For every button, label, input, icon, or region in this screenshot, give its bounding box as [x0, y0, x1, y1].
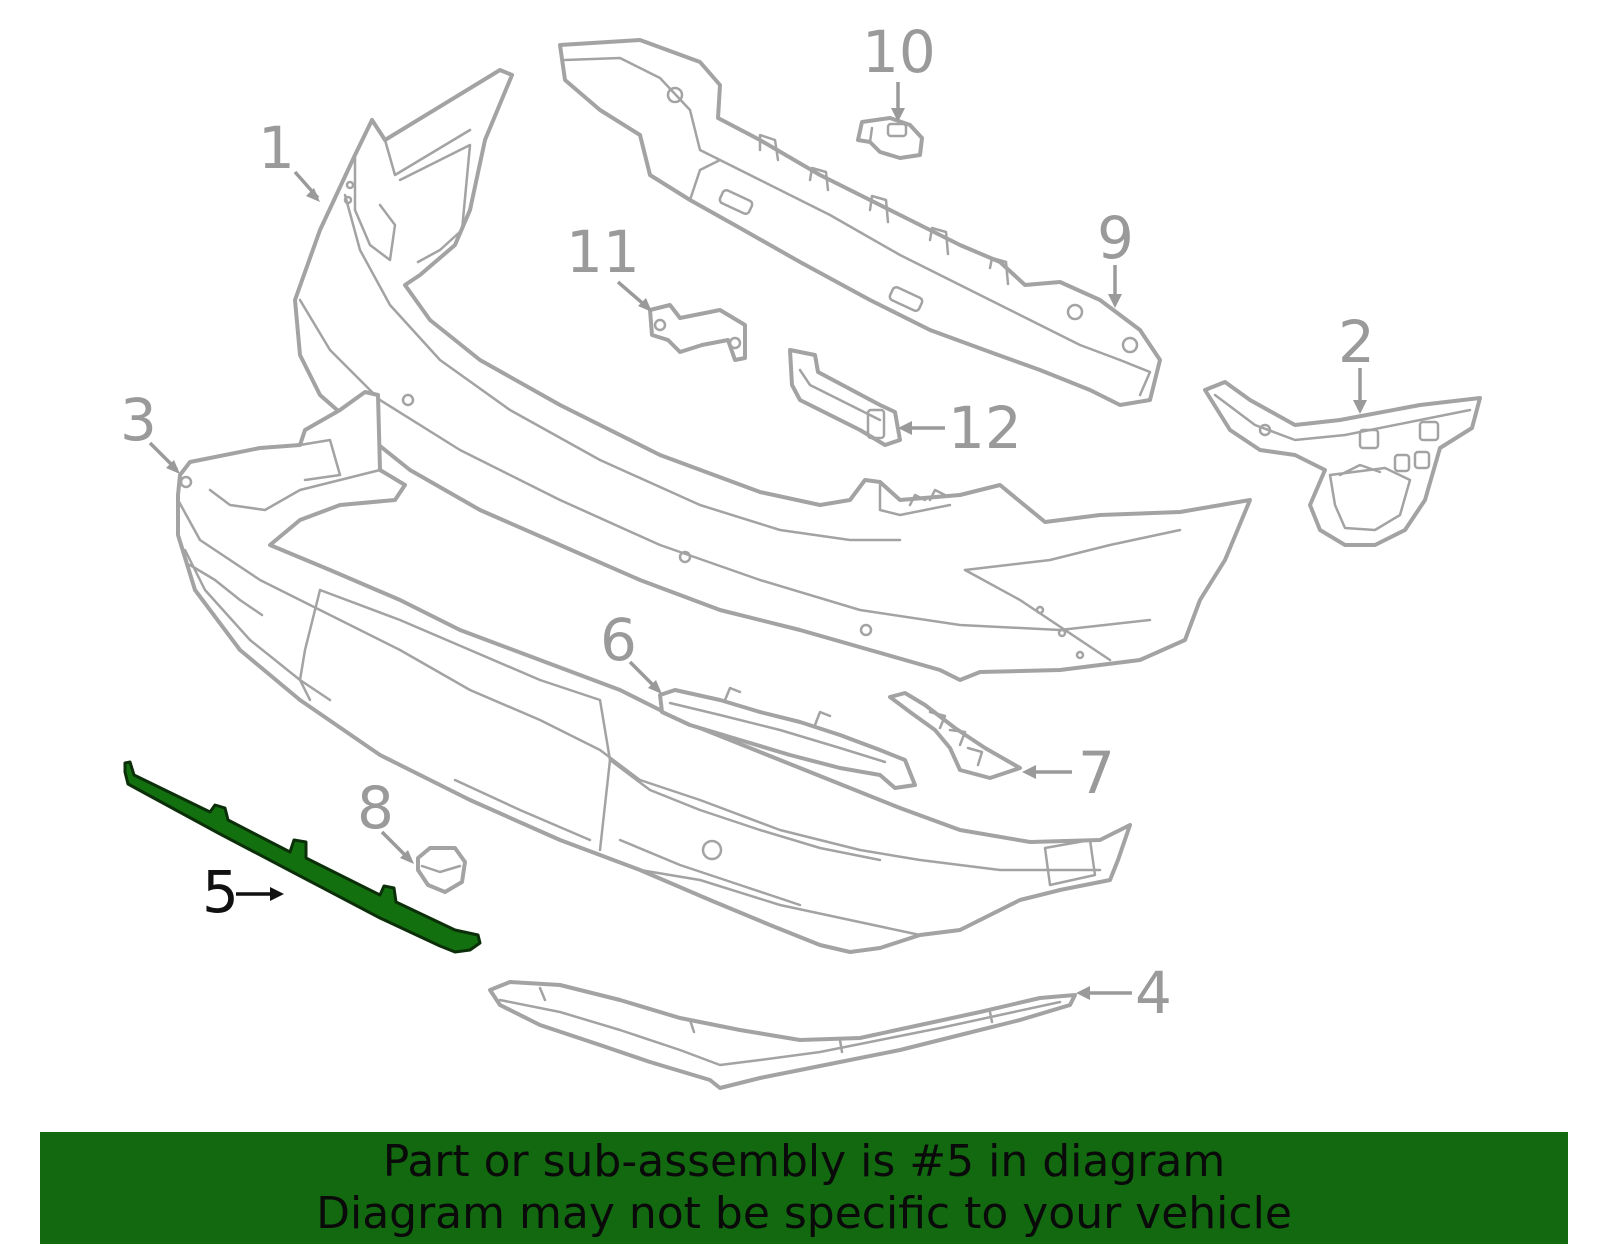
- arrow-icon: [898, 421, 912, 435]
- arrow-icon: [1353, 400, 1367, 414]
- callout-label-6: 6: [600, 606, 637, 674]
- part-7-trim: [888, 691, 1022, 780]
- arrow-icon: [400, 850, 414, 864]
- arrow-icon: [648, 680, 662, 694]
- callout-9: 9: [1097, 204, 1134, 308]
- callout-label-11: 11: [566, 218, 640, 286]
- callout-5: 5: [202, 858, 284, 926]
- part-5-highlighted-strip: [123, 760, 482, 954]
- part-1-bumper-cover: [293, 68, 1252, 682]
- callout-label-10: 10: [862, 18, 936, 86]
- callout-3: 3: [120, 386, 180, 474]
- part-12-bracket: [788, 348, 902, 447]
- callout-6: 6: [600, 606, 662, 694]
- callout-8: 8: [357, 774, 414, 864]
- callout-12: 12: [898, 394, 1022, 462]
- part-9-reinforcement-beam: [558, 38, 1162, 407]
- callout-7: 7: [1022, 739, 1115, 807]
- arrow-icon: [1022, 765, 1036, 779]
- callout-label-8: 8: [357, 774, 394, 842]
- part-2-side-bracket: [1203, 380, 1482, 547]
- callout-10: 10: [862, 18, 936, 122]
- callout-label-4: 4: [1135, 959, 1172, 1027]
- part-6-reflector: [658, 686, 917, 790]
- callout-label-2: 2: [1338, 308, 1375, 376]
- callout-label-7: 7: [1078, 739, 1115, 807]
- banner-line-2: Diagram may not be specific to your vehi…: [316, 1188, 1292, 1239]
- part-10-sensor-bracket: [856, 116, 924, 160]
- arrow-icon: [891, 108, 905, 122]
- arrow-icon: [638, 298, 652, 312]
- callout-label-1: 1: [258, 114, 295, 182]
- part-8-tow-hook-cover: [416, 846, 467, 894]
- arrow-icon: [1108, 294, 1122, 308]
- arrow-icon: [306, 188, 320, 202]
- info-banner: Part or sub-assembly is #5 in diagram Di…: [40, 1132, 1568, 1244]
- callout-2: 2: [1338, 308, 1375, 414]
- arrow-icon: [1076, 986, 1090, 1000]
- arrow-icon: [166, 460, 180, 474]
- callout-label-9: 9: [1097, 204, 1134, 272]
- callout-label-5: 5: [202, 858, 239, 926]
- arrow-icon: [270, 887, 284, 901]
- callout-11: 11: [566, 218, 652, 312]
- callout-1: 1: [258, 114, 320, 202]
- part-11-bracket: [648, 303, 747, 362]
- callout-label-3: 3: [120, 386, 157, 454]
- callout-label-12: 12: [948, 394, 1022, 462]
- part-3-lower-bumper: [176, 390, 1132, 954]
- part-4-lower-valance: [488, 980, 1077, 1090]
- banner-line-1: Part or sub-assembly is #5 in diagram: [382, 1136, 1226, 1187]
- callout-4: 4: [1076, 959, 1172, 1027]
